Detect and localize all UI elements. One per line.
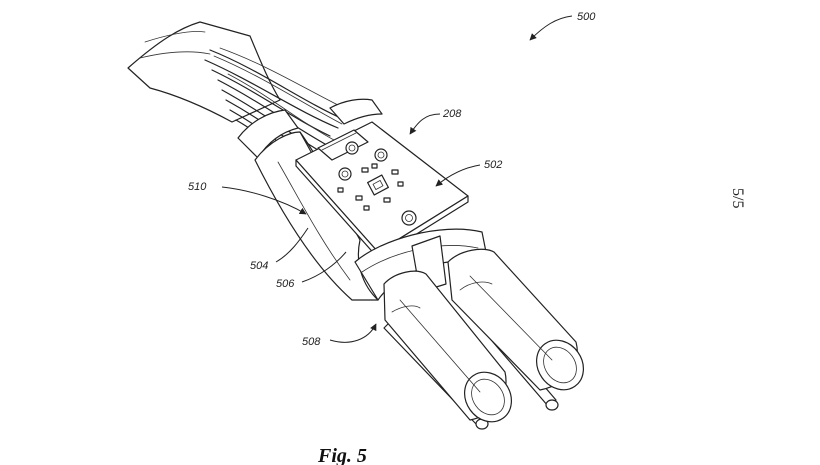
ref-510: 510 <box>188 181 207 193</box>
ref-508: 508 <box>302 336 321 348</box>
ref-500: 500 <box>577 11 596 23</box>
ref-506: 506 <box>276 278 295 290</box>
ref-504: 504 <box>250 260 268 272</box>
figure-caption: Fig. 5 <box>317 445 367 465</box>
cable-bundle <box>127 21 383 301</box>
sheet-number: 5/5 <box>729 188 746 208</box>
ref-502: 502 <box>484 159 502 171</box>
leader-lines <box>221 15 573 343</box>
ref-208: 208 <box>442 108 462 120</box>
connector-assembly <box>354 228 584 430</box>
